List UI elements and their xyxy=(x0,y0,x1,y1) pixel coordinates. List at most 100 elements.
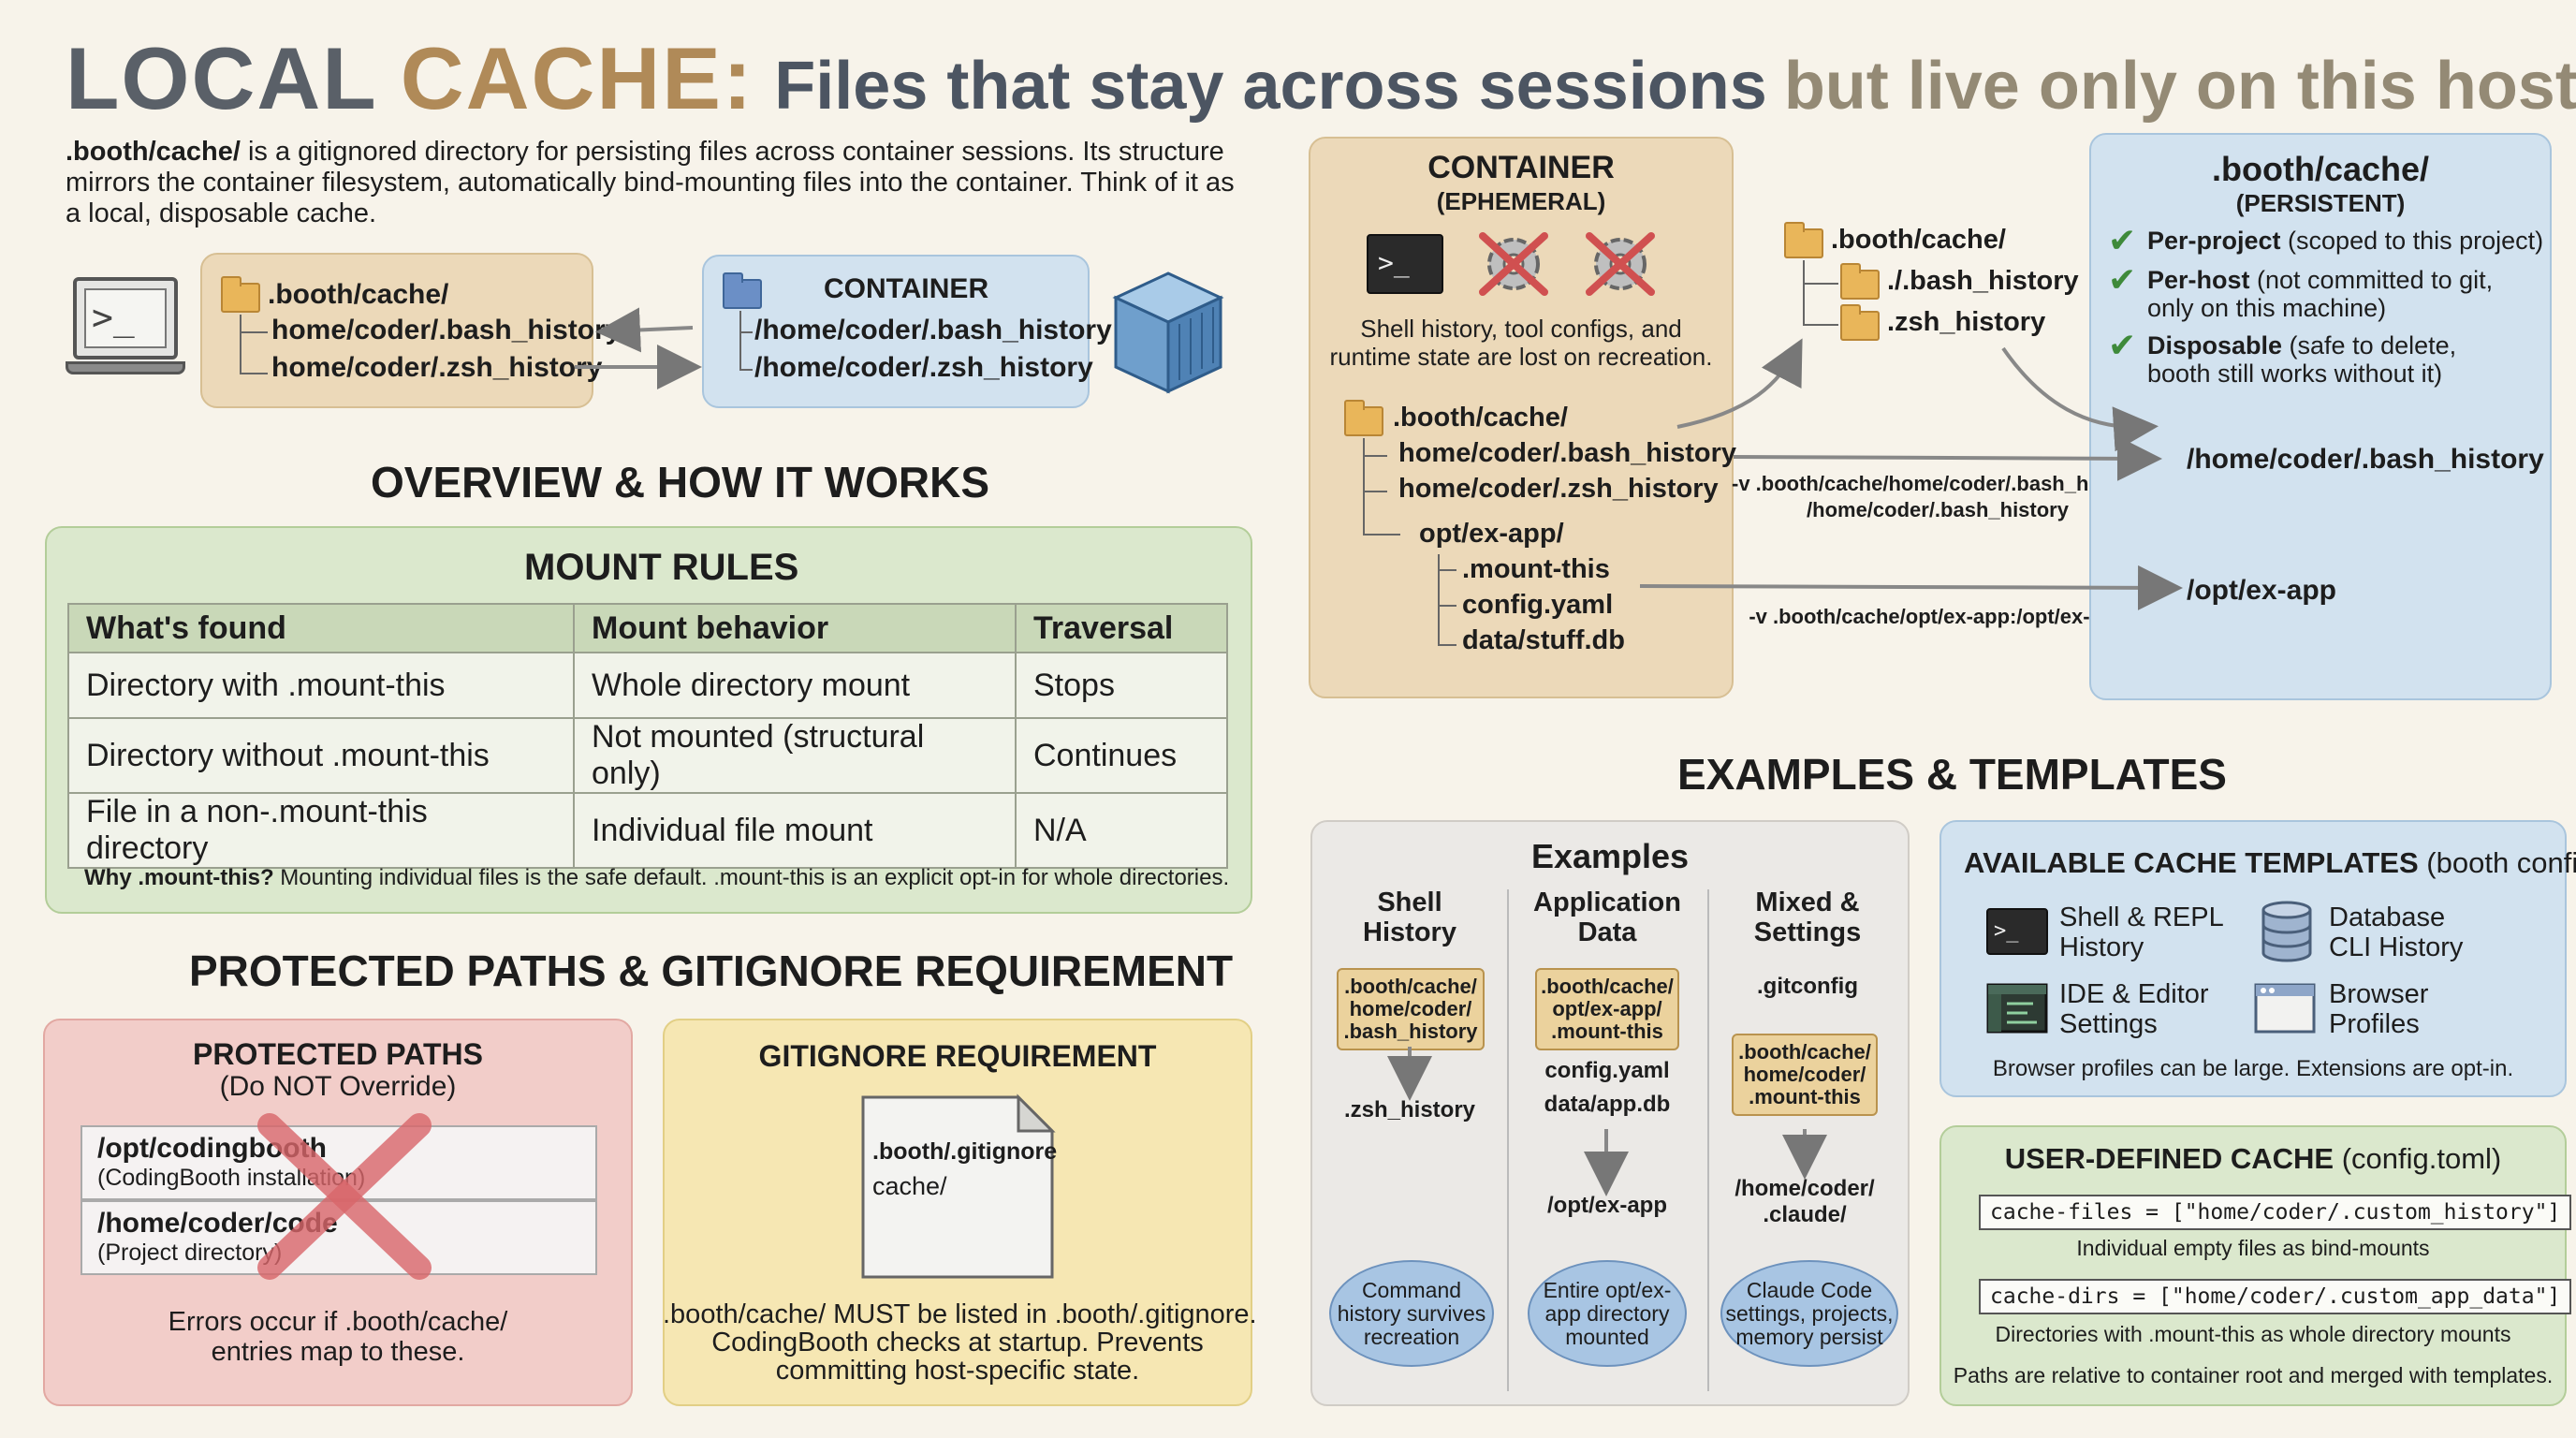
example-note: .booth/cache/ home/coder/ .mount-this xyxy=(1732,1034,1878,1116)
example-note-line: .mount-this xyxy=(1551,1020,1663,1043)
title-part4: but live only on this host. xyxy=(1783,49,2576,124)
user-cache-desc-2: Directories with .mount-this as whole di… xyxy=(1995,1322,2511,1346)
bubble-line: history survives xyxy=(1337,1300,1486,1326)
host-cache-panel xyxy=(200,253,593,408)
templates-note: Browser profiles can be large. Extension… xyxy=(1992,1056,2514,1081)
example-note: .booth/cache/ opt/ex-app/ .mount-this xyxy=(1535,968,1679,1050)
template-item-l2: History xyxy=(2059,932,2144,962)
gitignore-file-content: cache/ xyxy=(872,1172,947,1200)
template-item: Database CLI History xyxy=(2329,902,2463,962)
mount-rules-note: Why .mount-this? Mounting individual fil… xyxy=(84,865,1229,891)
example-note-line: .booth/cache/ xyxy=(1344,975,1477,998)
template-item: Shell & REPL History xyxy=(2059,902,2224,962)
persistent-item-rest: (safe to delete, xyxy=(2282,331,2457,360)
template-item-l2: Profiles xyxy=(2329,1009,2420,1039)
overview-heading: OVERVIEW & HOW IT WORKS xyxy=(371,458,990,506)
table-cell: File in a non-.mount-this directory xyxy=(67,792,575,869)
example-extra: .zsh_history xyxy=(1343,1097,1476,1123)
user-cache-note: Paths are relative to container root and… xyxy=(1953,1363,2554,1387)
folder-icon xyxy=(1344,400,1383,436)
ide-icon xyxy=(1986,983,2048,1034)
laptop-icon: >_ xyxy=(66,277,185,389)
example-note-line: .booth/cache/ xyxy=(1738,1040,1871,1064)
persistent-item-rest: (not committed to git, xyxy=(2249,266,2494,294)
protected-note-2: entries map to these. xyxy=(211,1337,465,1367)
folder-icon xyxy=(1840,263,1880,300)
intro-body: is a gitignored directory for persisting… xyxy=(66,137,1235,228)
table-cell: Directory with .mount-this xyxy=(67,652,575,719)
persistent-item-rest: (scoped to this project) xyxy=(2280,227,2544,255)
table-header: Mount behavior xyxy=(573,603,1017,653)
template-item-l1: IDE & Editor xyxy=(2059,979,2209,1009)
table-header-row: What's found Mount behavior Traversal xyxy=(67,603,1228,653)
template-item-l1: Shell & REPL xyxy=(2059,902,2224,932)
example-col-heading: Mixed & xyxy=(1755,888,1860,917)
container-ephemeral-subtitle: (EPHEMERAL) xyxy=(1436,187,1606,215)
middle-tree-item: ./.bash_history xyxy=(1887,266,2079,296)
example-target: /opt/ex-app xyxy=(1546,1193,1667,1218)
container-tree-root: .booth/cache/ xyxy=(1393,403,1568,433)
bubble-line: Entire opt/ex- xyxy=(1543,1277,1672,1302)
middle-tree-item: .zsh_history xyxy=(1887,307,2046,337)
gitignore-title: GITIGNORE REQUIREMENT xyxy=(758,1039,1157,1073)
table-row: Directory with .mount-this Whole directo… xyxy=(67,652,1228,719)
container-file-bash: /home/coder/.bash_history xyxy=(754,315,1112,345)
bubble-line: mounted xyxy=(1565,1324,1649,1349)
bubble-line: memory persist xyxy=(1735,1324,1883,1349)
arrow xyxy=(1733,435,2162,481)
container-tree-item: home/coder/.zsh_history xyxy=(1398,474,1719,504)
persistent-item: Per-host (not committed to git, only on … xyxy=(2147,266,2493,322)
arrow xyxy=(1639,565,2183,610)
example-col-heading: Settings xyxy=(1753,917,1862,947)
container-tree-item: home/coder/.bash_history xyxy=(1398,438,1736,468)
table-cell: Continues xyxy=(1015,717,1228,794)
persistent-target-1: /home/coder/.bash_history xyxy=(2187,444,2544,475)
example-note-line: .mount-this xyxy=(1749,1085,1861,1108)
gitignore-file-name: .booth/.gitignore xyxy=(872,1138,1058,1165)
template-item-l2: CLI History xyxy=(2329,932,2464,962)
template-item-l2: Settings xyxy=(2059,1009,2158,1039)
persistent-subtitle: (PERSISTENT) xyxy=(2235,189,2406,217)
user-cache-title-bold: USER-DEFINED CACHE xyxy=(2004,1142,2334,1175)
template-item: IDE & Editor Settings xyxy=(2059,979,2209,1039)
bubble-line: app directory xyxy=(1544,1300,1670,1326)
protected-note-1: Errors occur if .booth/cache/ xyxy=(168,1307,508,1337)
persistent-item-bold: Per-host xyxy=(2147,266,2250,294)
cache-dirs-code: cache-dirs = ["home/coder/.custom_app_da… xyxy=(1979,1279,2572,1314)
persistent-item-bold: Disposable xyxy=(2147,331,2283,360)
gitignore-note-2: CodingBooth checks at startup. Prevents xyxy=(711,1328,1204,1357)
database-icon xyxy=(2260,901,2314,962)
x-mark-icon xyxy=(251,1112,438,1281)
user-cache-title: USER-DEFINED CACHE (config.toml) xyxy=(1939,1142,2567,1176)
table-row: Directory without .mount-this Not mounte… xyxy=(67,717,1228,794)
gitignore-note-1: .booth/cache/ MUST be listed in .booth/.… xyxy=(663,1299,1257,1329)
terminal-icon: >_ xyxy=(1986,908,2048,955)
check-icon: ✔ xyxy=(2108,260,2137,299)
persistent-title: .booth/cache/ xyxy=(2211,150,2430,188)
container-tree-item: opt/ex-app/ xyxy=(1419,519,1564,549)
page-title: LOCAL CACHE: Files that stay across sess… xyxy=(66,28,2576,131)
example-col-heading: Application xyxy=(1533,888,1681,917)
intro-text: .booth/cache/ is a gitignored directory … xyxy=(66,137,1254,229)
examples-heading: EXAMPLES & TEMPLATES xyxy=(1677,750,2227,799)
example-extra: data/app.db xyxy=(1544,1092,1671,1117)
container-ephemeral-note-1: Shell history, tool configs, and xyxy=(1360,315,1682,343)
persistent-item-rest2: booth still works without it) xyxy=(2147,360,2443,388)
example-note-line: opt/ex-app/ xyxy=(1552,997,1662,1020)
intro-bold: .booth/cache/ xyxy=(66,137,241,167)
protected-title: PROTECTED PATHS xyxy=(193,1037,483,1071)
container-ephemeral-note-2: runtime state are lost on recreation. xyxy=(1329,343,1713,371)
container-folder-icon xyxy=(723,272,762,309)
examples-title: Examples xyxy=(1530,837,1690,875)
check-icon: ✔ xyxy=(2108,221,2137,259)
protected-heading: PROTECTED PATHS & GITIGNORE REQUIREMENT xyxy=(189,946,1234,995)
mount-cmd-1-line1: -v .booth/cache/home/coder/.bash_history… xyxy=(1732,472,2152,495)
gitignore-note-3: committing host-specific state. xyxy=(775,1356,1140,1386)
table-cell: N/A xyxy=(1015,792,1228,869)
arrow xyxy=(2001,346,2159,452)
table-cell: Directory without .mount-this xyxy=(67,717,575,794)
